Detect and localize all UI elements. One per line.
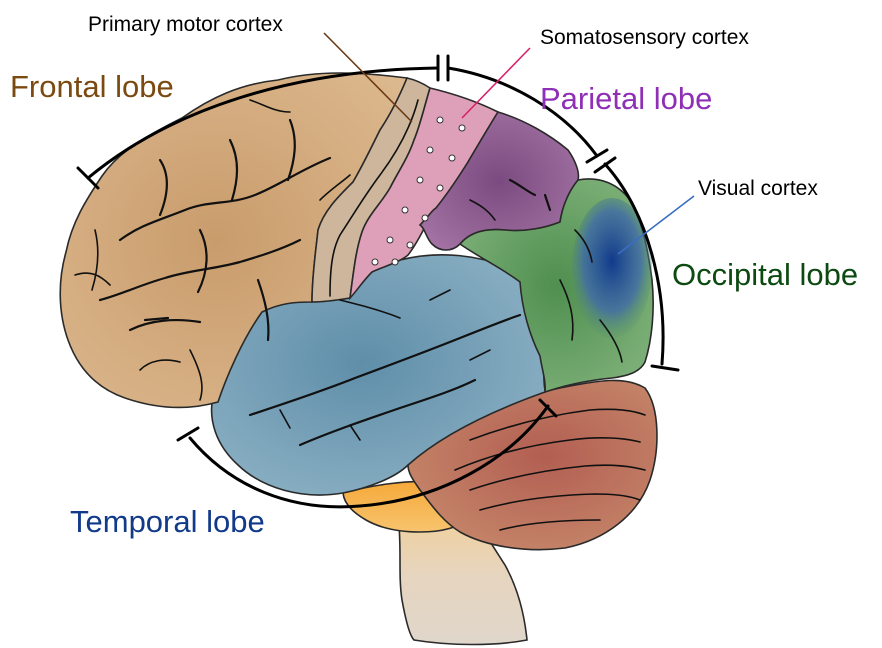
parietal-bracket-cap-right [587, 150, 607, 162]
primary-motor-cortex-label: Primary motor cortex [88, 13, 283, 36]
somatosensory-cortex-label: Somatosensory cortex [540, 26, 749, 49]
occipital-lobe-label: Occipital lobe [672, 257, 858, 292]
visual-cortex-label: Visual cortex [698, 177, 818, 200]
parietal-lobe-label: Parietal lobe [540, 81, 712, 116]
occipital-bracket-cap-right [652, 366, 678, 370]
occipital-bracket-cap-left [595, 158, 615, 172]
temporal-lobe-label: Temporal lobe [70, 504, 265, 539]
temporal-bracket-cap-left [178, 428, 198, 440]
somatosensory-leader [462, 48, 530, 118]
frontal-lobe-label: Frontal lobe [10, 69, 174, 104]
